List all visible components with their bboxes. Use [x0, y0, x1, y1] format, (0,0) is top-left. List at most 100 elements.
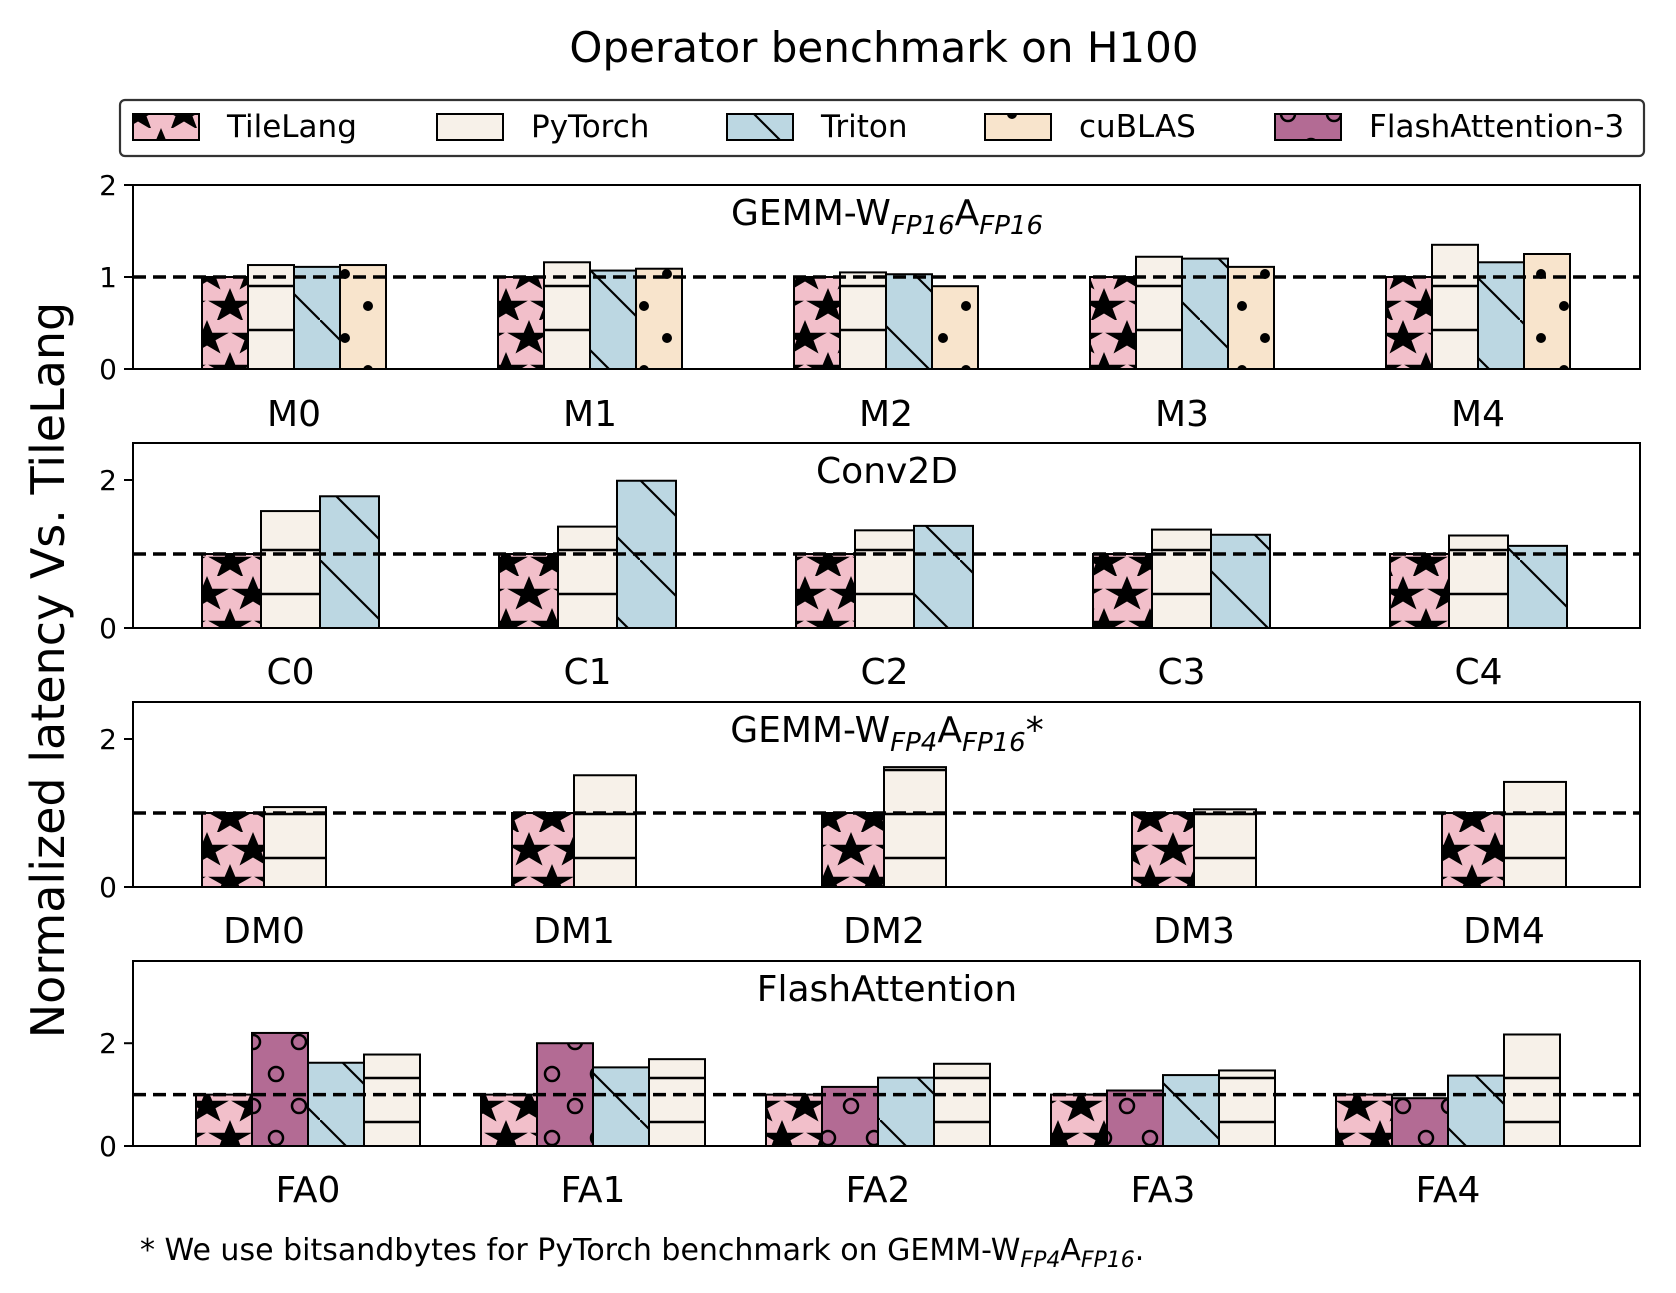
- bar-tilelang-fa1: [480, 1093, 538, 1147]
- bar-flashattention-3-fa0: [251, 1031, 309, 1148]
- y-tick-label: 0: [99, 353, 117, 386]
- bar-pytorch-c0: [260, 510, 321, 629]
- panel-title: GEMM-WFP4AFP16*: [730, 710, 1043, 758]
- bar-pytorch-c3: [1151, 528, 1212, 630]
- legend-label-tilelang: TileLang: [226, 109, 357, 145]
- bar-pytorch-c2: [854, 529, 915, 630]
- panel-title: GEMM-WFP16AFP16: [731, 193, 1043, 241]
- bar-pytorch-c1: [557, 525, 618, 629]
- footnote-sub1: FP4: [1020, 1248, 1060, 1273]
- bar-tilelang-dm4: [1441, 812, 1505, 888]
- x-tick-label-c0: C0: [266, 652, 314, 693]
- bar-tilelang-c1: [498, 553, 559, 629]
- bar-tilelang-fa0: [195, 1093, 253, 1147]
- bar-tilelang-c4: [1389, 553, 1450, 629]
- bar-triton-c3: [1210, 533, 1271, 630]
- x-tick-label-fa1: FA1: [561, 1170, 626, 1211]
- bar-triton-fa4: [1447, 1074, 1505, 1147]
- bar-triton-c1: [616, 479, 677, 629]
- bar-tilelang-c3: [1092, 553, 1153, 629]
- bar-pytorch-fa4: [1503, 1033, 1561, 1147]
- figure-title: Operator benchmark on H100: [569, 23, 1198, 72]
- footnote-mid: A: [1060, 1233, 1081, 1268]
- bar-triton-fa0: [307, 1061, 365, 1147]
- x-tick-label-c2: C2: [860, 652, 908, 693]
- bar-tilelang-fa3: [1050, 1093, 1108, 1147]
- y-tick-label: 0: [99, 1130, 117, 1163]
- x-tick-label-fa3: FA3: [1131, 1170, 1196, 1211]
- panel-frame: [132, 701, 1641, 888]
- bar-flashattention-3-fa4: [1391, 1097, 1449, 1148]
- bar-pytorch-fa2: [933, 1062, 991, 1148]
- bar-tilelang-fa2: [765, 1093, 823, 1147]
- bar-tilelang-c2: [795, 553, 856, 629]
- bar-cublas-m0: [339, 264, 387, 371]
- bar-pytorch-fa1: [648, 1058, 706, 1148]
- bar-pytorch-c4: [1448, 534, 1509, 629]
- bar-tilelang-dm0: [201, 812, 265, 888]
- bar-tilelang-dm3: [1131, 812, 1195, 888]
- x-tick-label-dm3: DM3: [1153, 911, 1235, 952]
- bar-pytorch-m4: [1431, 243, 1479, 370]
- bar-pytorch-fa0: [363, 1053, 421, 1148]
- x-tick-label-fa4: FA4: [1416, 1170, 1481, 1211]
- x-tick-label-dm4: DM4: [1463, 911, 1545, 952]
- y-tick-label: 0: [99, 871, 117, 904]
- legend-label-triton: Triton: [820, 109, 908, 145]
- y-tick-label: 1: [99, 261, 117, 294]
- legend-item-triton: Triton: [726, 109, 908, 145]
- bar-tilelang-m0: [201, 276, 249, 370]
- legend-item-pytorch: PyTorch: [436, 109, 649, 145]
- bar-triton-m3: [1181, 257, 1229, 371]
- legend-item-tilelang: TileLang: [132, 109, 357, 145]
- bar-triton-fa1: [592, 1066, 650, 1147]
- y-tick-label: 2: [99, 169, 117, 202]
- bar-tilelang-dm2: [821, 812, 885, 888]
- legend-label-pytorch: PyTorch: [531, 109, 649, 145]
- bar-tilelang-fa4: [1335, 1093, 1393, 1147]
- bar-cublas-m1: [635, 267, 683, 370]
- bar-tilelang-c0: [201, 553, 262, 629]
- bar-tilelang-m1: [497, 276, 545, 370]
- bar-cublas-m4: [1523, 253, 1571, 370]
- footnote-suffix: .: [1135, 1233, 1145, 1268]
- bar-flashattention-3-fa2: [821, 1085, 879, 1148]
- panel-title: Conv2D: [816, 451, 958, 492]
- x-tick-label-m4: M4: [1451, 394, 1505, 435]
- bar-triton-c4: [1507, 544, 1568, 629]
- legend-item-cublas: cuBLAS: [984, 109, 1196, 145]
- bar-tilelang-m2: [793, 276, 841, 370]
- bar-pytorch-dm3: [1193, 808, 1257, 888]
- footnote-sub2: FP16: [1081, 1248, 1135, 1273]
- x-tick-label-c3: C3: [1157, 652, 1205, 693]
- bar-triton-c2: [913, 524, 974, 630]
- bar-tilelang-m3: [1089, 276, 1137, 370]
- bar-triton-m2: [885, 273, 933, 370]
- footnote: * We use bitsandbytes for PyTorch benchm…: [140, 1233, 1144, 1273]
- legend-swatch-flashattention-3: [1274, 113, 1342, 141]
- x-tick-label-m3: M3: [1155, 394, 1209, 435]
- bar-pytorch-dm1: [573, 774, 637, 889]
- bar-triton-c0: [319, 495, 380, 629]
- x-tick-label-dm1: DM1: [533, 911, 615, 952]
- legend-swatch-cublas: [984, 113, 1052, 141]
- panel-frame: [132, 960, 1641, 1147]
- bar-triton-m1: [589, 269, 637, 370]
- bar-triton-fa3: [1162, 1074, 1220, 1148]
- y-tick-label: 2: [99, 1027, 117, 1060]
- legend-swatch-triton: [726, 113, 794, 141]
- y-axis-label: Normalized latency Vs. TileLang: [21, 302, 75, 1038]
- y-tick-label: 2: [99, 464, 117, 497]
- bar-flashattention-3-fa3: [1106, 1089, 1164, 1147]
- bar-pytorch-m2: [839, 271, 887, 370]
- panel-frame: [132, 442, 1641, 629]
- legend-label-cublas: cuBLAS: [1079, 109, 1196, 145]
- legend-swatch-tilelang: [132, 113, 200, 141]
